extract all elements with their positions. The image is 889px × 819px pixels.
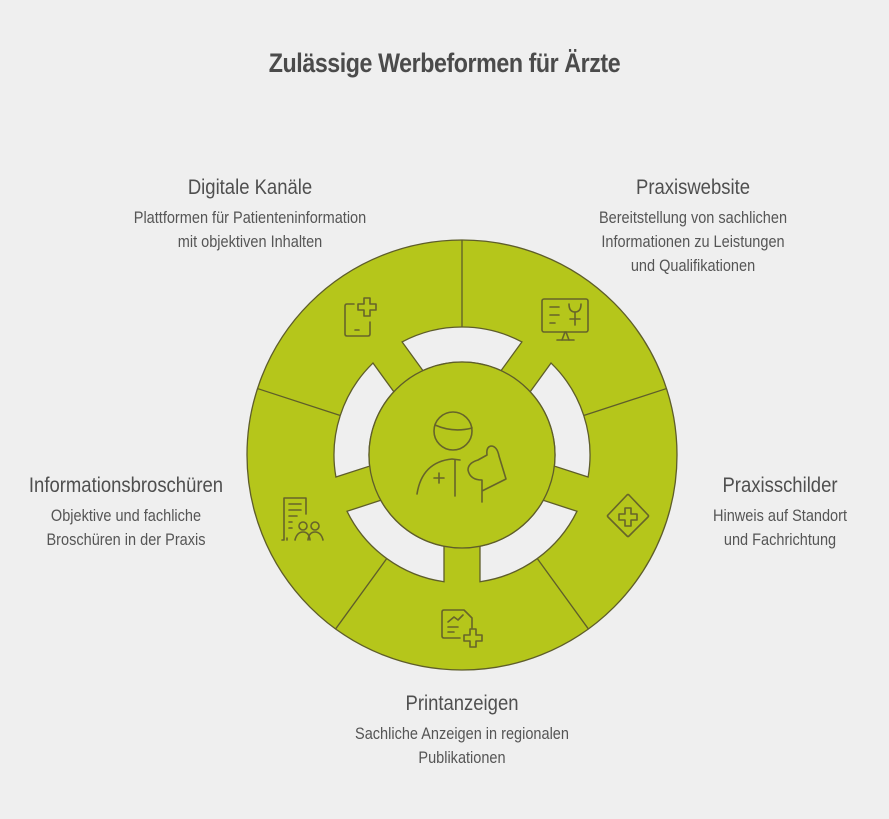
brochure-people-icon (281, 497, 324, 541)
doctor-with-patient-icon (416, 411, 507, 503)
label-printanzeigen: Printanzeigen Sachliche Anzeigen in regi… (302, 692, 622, 770)
segment-description: Objektive und fachliche Broschüren in de… (46, 507, 206, 549)
label-digitale-kanaele: Digitale Kanäle Plattformen für Patiente… (90, 176, 410, 254)
label-praxisschilder: Praxisschilder Hinweis auf Standort und … (670, 474, 889, 552)
segment-title: Informationsbroschüren (28, 474, 224, 497)
segment-divider (583, 387, 667, 417)
segment-title: Printanzeigen (405, 692, 519, 715)
segment-title: Praxiswebsite (635, 176, 751, 199)
tablet-medical-cross-icon (344, 297, 377, 337)
ring-gaps (333, 326, 591, 583)
segment-dividers (257, 240, 667, 630)
segment-description: Hinweis auf Standort und Fachrichtung (713, 507, 847, 549)
diamond-sign-cross-icon (606, 493, 650, 538)
segment-title: Praxisschilder (722, 474, 838, 497)
inner-disk (368, 361, 556, 549)
segment-title: Digitale Kanäle (187, 176, 313, 199)
monitor-presentation-icon (541, 298, 589, 341)
segment-divider (335, 558, 388, 630)
segment-divider (536, 558, 589, 630)
label-informationsbroschueren: Informationsbroschüren Objektive und fac… (0, 474, 252, 552)
segment-description: Plattformen für Patienteninformation mit… (133, 209, 367, 251)
diagram-title: Zulässige Werbeformen für Ärzte (268, 48, 621, 78)
document-chart-cross-icon (441, 609, 483, 648)
segment-description: Sachliche Anzeigen in regionalen Publika… (355, 725, 569, 767)
segment-divider (257, 387, 341, 417)
segment-description: Bereitstellung von sachlichen Informatio… (598, 209, 788, 275)
label-praxiswebsite: Praxiswebsite Bereitstellung von sachlic… (543, 176, 843, 278)
